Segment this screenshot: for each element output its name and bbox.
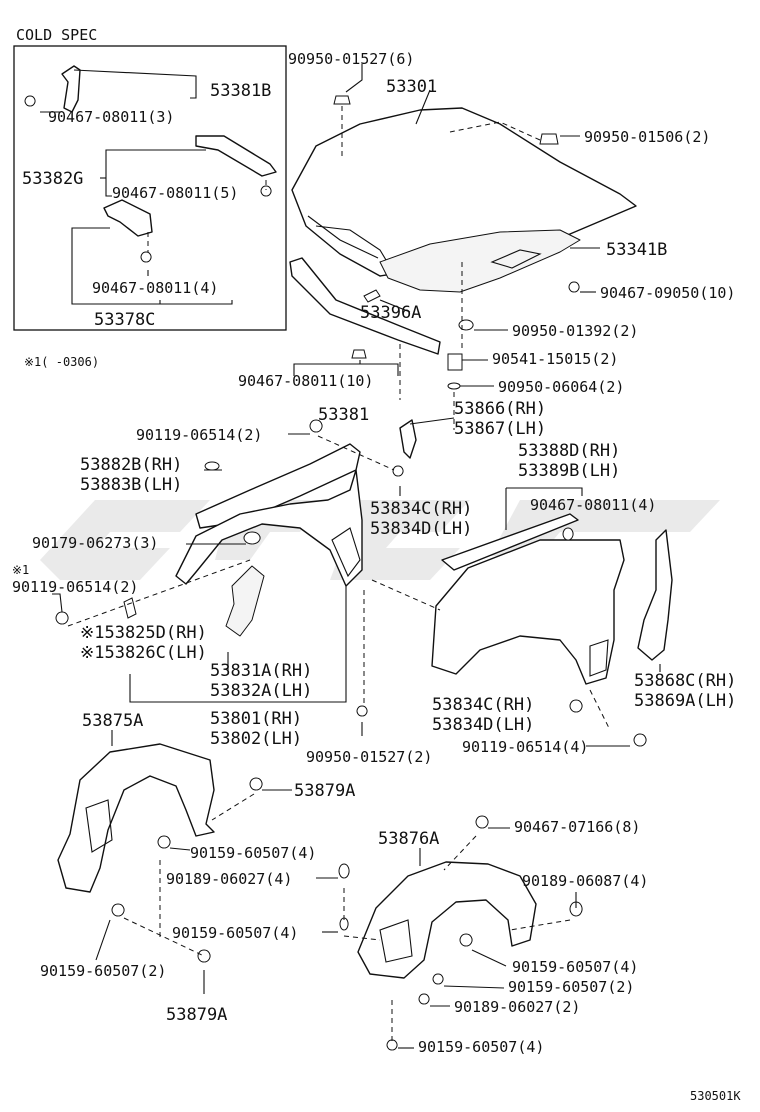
label-90189-06027-2: 90189-06027(2) bbox=[454, 998, 580, 1016]
bracket-53868c bbox=[637, 529, 673, 661]
cold-spec-title: COLD SPEC bbox=[16, 26, 97, 44]
label-90159-60507-2a: 90159-60507(2) bbox=[40, 962, 166, 980]
label-90159-60507-4b: 90159-60507(4) bbox=[172, 924, 298, 942]
label-53388d-rh: 53388D(RH) bbox=[518, 441, 620, 461]
label-90467-08011-3: 90467-08011(3) bbox=[48, 108, 174, 126]
bracket-53378c bbox=[103, 199, 153, 237]
label-90119-06514-4: 90119-06514(4) bbox=[462, 738, 588, 756]
strip-53382g bbox=[195, 135, 277, 177]
liner-assembly: 53875A 53879A 90159-60507(4) 90189-06027… bbox=[40, 711, 648, 1056]
label-90950-01527-2: 90950-01527(2) bbox=[306, 748, 432, 766]
bracket-53831a bbox=[225, 565, 265, 637]
label-53341b: 53341B bbox=[606, 240, 667, 260]
label-53396a: 53396A bbox=[360, 303, 421, 323]
label-53883b-lh: 53883B(LH) bbox=[80, 475, 182, 495]
label-90159-60507-4a: 90159-60507(4) bbox=[190, 844, 316, 862]
label-53378c: 53378C bbox=[94, 310, 155, 330]
label-53834c-rh-b: 53834C(RH) bbox=[432, 695, 534, 715]
label-53832a-lh: 53832A(LH) bbox=[210, 681, 312, 701]
label-53876a: 53876A bbox=[378, 829, 439, 849]
label-90119-06514-2b: 90119-06514(2) bbox=[12, 578, 138, 596]
diagram-code: 530501K bbox=[690, 1089, 741, 1103]
label-90467-08011-4: 90467-08011(4) bbox=[92, 279, 218, 297]
fender-assembly: 90119-06514(2) 53866(RH) 53867(LH) 53882… bbox=[12, 399, 736, 766]
label-53831a-rh: 53831A(RH) bbox=[210, 661, 312, 681]
note-label: ※1( -0306) bbox=[24, 355, 99, 369]
label-53381b: 53381B bbox=[210, 81, 271, 101]
fender-53801 bbox=[431, 539, 625, 685]
strip-53388d bbox=[441, 513, 579, 571]
label-90189-06027-4: 90189-06027(4) bbox=[166, 870, 292, 888]
label-53381: 53381 bbox=[318, 405, 369, 425]
label-90950-01527-6: 90950-01527(6) bbox=[288, 50, 414, 68]
cold-spec-panel: COLD SPEC 53381B 90467-08011(3) 53382G 9… bbox=[13, 26, 287, 331]
label-90950-01506: 90950-01506(2) bbox=[584, 128, 710, 146]
label-53834d-lh-b: 53834D(LH) bbox=[432, 715, 534, 735]
bracket-53381b bbox=[61, 65, 81, 113]
hood-inner-53341b bbox=[379, 229, 581, 293]
label-53879a-a: 53879A bbox=[294, 781, 355, 801]
label-90467-07166: 90467-07166(8) bbox=[514, 818, 640, 836]
label-90467-08011-4b: 90467-08011(4) bbox=[530, 496, 656, 514]
label-53301: 53301 bbox=[386, 77, 437, 97]
label-90119-06514-2a: 90119-06514(2) bbox=[136, 426, 262, 444]
label-53868c-rh: 53868C(RH) bbox=[634, 671, 736, 691]
liner-53875a bbox=[57, 743, 215, 893]
label-53834d-lh-a: 53834D(LH) bbox=[370, 519, 472, 539]
watermark-logo bbox=[40, 500, 720, 580]
clip-90950-01527 bbox=[333, 95, 351, 105]
bracket-53866 bbox=[399, 419, 417, 459]
label-53879a-b: 53879A bbox=[166, 1005, 227, 1025]
label-90189-06087: 90189-06087(4) bbox=[522, 872, 648, 890]
clip-icon bbox=[24, 95, 36, 107]
apron-53801 bbox=[175, 469, 363, 587]
label-90467-08011-5: 90467-08011(5) bbox=[112, 184, 238, 202]
label-90950-06064: 90950-06064(2) bbox=[498, 378, 624, 396]
label-90467-08011-10: 90467-08011(10) bbox=[238, 372, 373, 390]
liner-53876a bbox=[357, 861, 537, 979]
label-note-1: ※1 bbox=[12, 563, 29, 577]
label-53389b-lh: 53389B(LH) bbox=[518, 461, 620, 481]
seal-53381 bbox=[289, 257, 441, 355]
label-90159-60507-4d: 90159-60507(4) bbox=[418, 1038, 544, 1056]
label-53834c-rh-a: 53834C(RH) bbox=[370, 499, 472, 519]
label-53826c-lh: ※153826C(LH) bbox=[80, 643, 207, 663]
label-53802-lh: 53802(LH) bbox=[210, 729, 302, 749]
label-53882b-rh: 53882B(RH) bbox=[80, 455, 182, 475]
label-53801-rh: 53801(RH) bbox=[210, 709, 302, 729]
label-90159-60507-4c: 90159-60507(4) bbox=[512, 958, 638, 976]
label-53869a-lh: 53869A(LH) bbox=[634, 691, 736, 711]
label-53875a: 53875A bbox=[82, 711, 143, 731]
label-53825d-rh: ※153825D(RH) bbox=[80, 623, 207, 643]
hood-assembly: 90950-01527(6) 53301 90950-01506(2) 5334… bbox=[238, 50, 735, 430]
label-90467-09050: 90467-09050(10) bbox=[600, 284, 735, 302]
label-90179-06273: 90179-06273(3) bbox=[32, 534, 158, 552]
label-90950-01392: 90950-01392(2) bbox=[512, 322, 638, 340]
label-53867-lh: 53867(LH) bbox=[454, 419, 546, 439]
label-90159-60507-2b: 90159-60507(2) bbox=[508, 978, 634, 996]
label-90541-15015: 90541-15015(2) bbox=[492, 350, 618, 368]
label-53866-rh: 53866(RH) bbox=[454, 399, 546, 419]
label-53382g: 53382G bbox=[22, 169, 83, 189]
